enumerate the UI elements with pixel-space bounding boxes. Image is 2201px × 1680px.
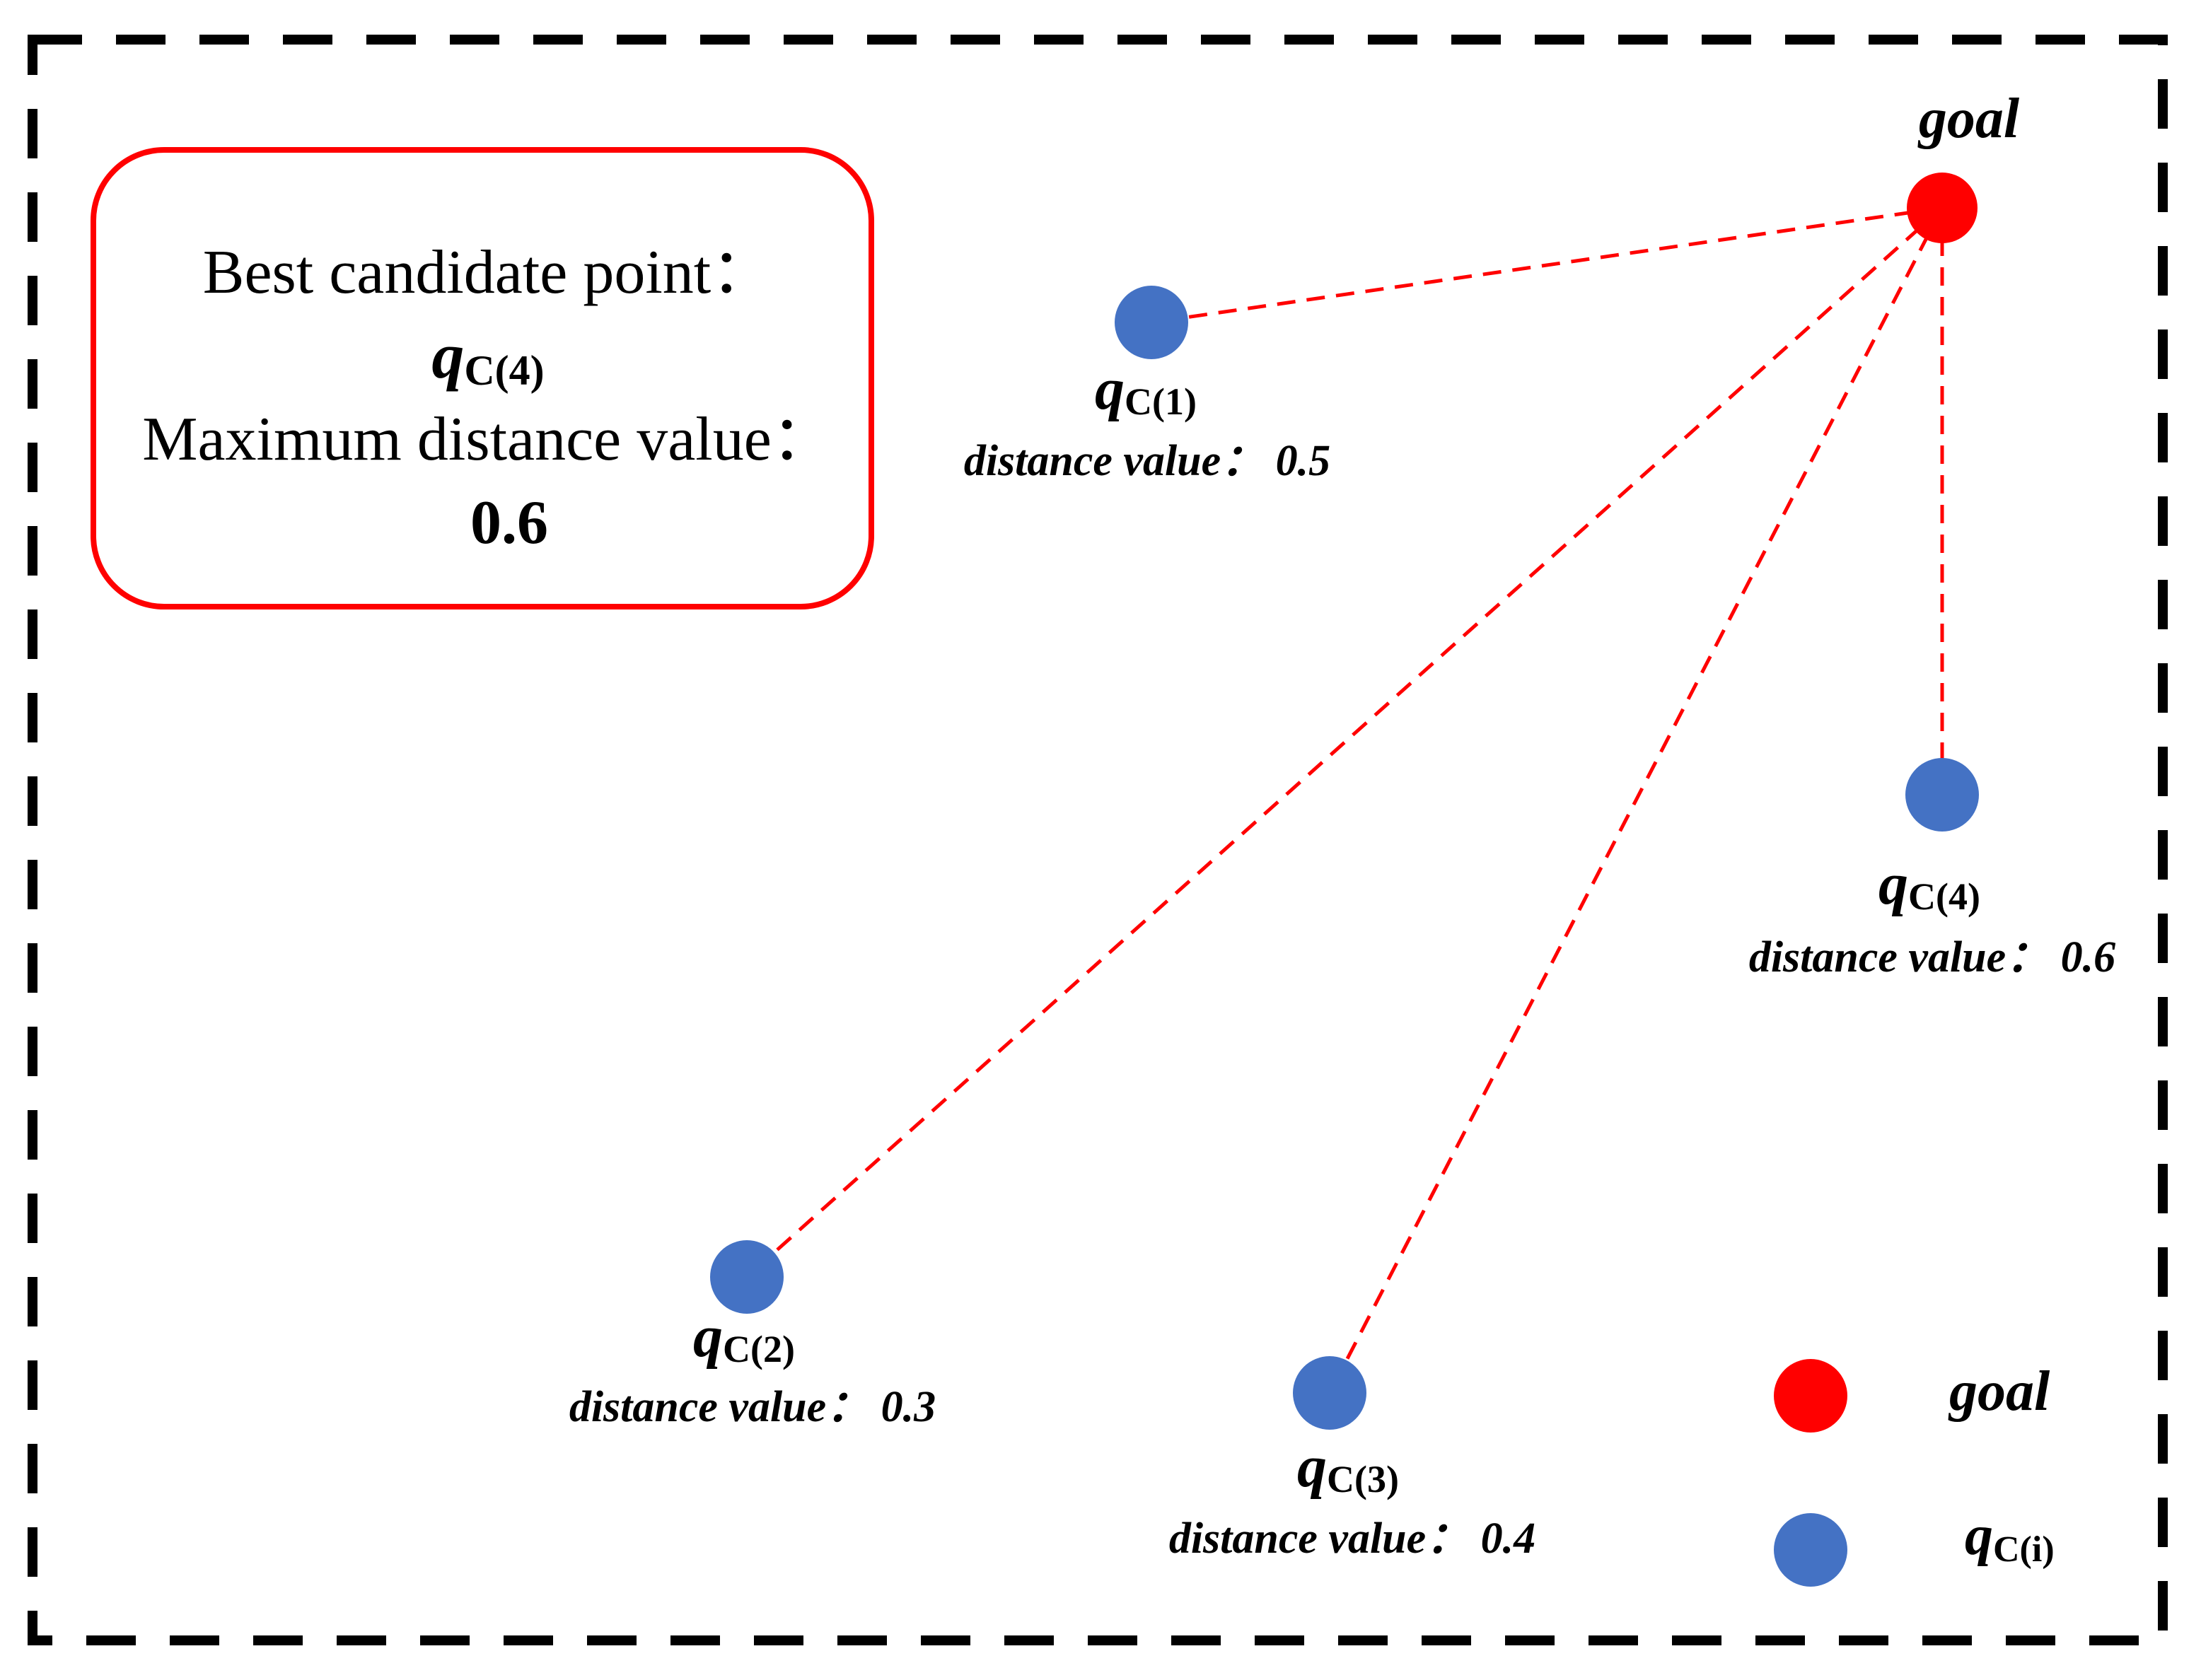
candidate-node	[1293, 1356, 1366, 1430]
candidate-distance: distance value： 0.3	[569, 1383, 936, 1431]
candidate-label: qC(3)	[1297, 1434, 1399, 1500]
best-candidate-point: qC(4)	[431, 320, 544, 394]
goal-label: goal	[1917, 88, 2020, 150]
legend-candidate-marker	[1774, 1513, 1847, 1587]
candidate-sub: C(2)	[723, 1328, 795, 1370]
candidate-distance: distance value： 0.6	[1749, 933, 2115, 981]
edge-goal-qc1	[1151, 206, 1943, 325]
candidate-label: qC(2)	[693, 1304, 795, 1370]
info-box-border	[91, 147, 874, 609]
best-candidate-sub: C(4)	[464, 347, 544, 394]
candidate-qc2: qC(2) distance value： 0.3	[569, 1240, 936, 1431]
max-distance-value: 0.6	[470, 489, 548, 557]
candidate-sub: C(4)	[1908, 875, 1980, 918]
edges	[745, 206, 1944, 1394]
candidate-node	[1115, 286, 1188, 359]
edge-goal-qc2	[745, 206, 1944, 1278]
candidate-base: q	[693, 1304, 723, 1370]
legend-candidate-sub: C(i)	[1993, 1529, 2055, 1570]
best-candidate-base: q	[431, 320, 464, 392]
candidate-qc1: qC(1) distance value： 0.5	[964, 286, 1330, 485]
outer-dashed-frame	[28, 35, 2168, 1645]
goal-node	[1907, 173, 1978, 243]
legend-goal-label: goal	[1948, 1360, 2050, 1423]
candidate-node	[710, 1240, 784, 1314]
candidate-distance: distance value： 0.4	[1169, 1515, 1535, 1563]
candidate-node	[1905, 758, 1979, 832]
max-distance-label: Maximum distance value：	[142, 405, 834, 474]
candidate-distance: distance value： 0.5	[964, 437, 1330, 485]
candidate-qc4: qC(4) distance value： 0.6	[1749, 758, 2115, 981]
info-box: Best candidate point： qC(4) Maximum dist…	[91, 147, 874, 609]
candidate-label: qC(4)	[1878, 851, 1980, 918]
best-candidate-label: Best candidate point：	[203, 238, 773, 307]
candidate-base: q	[1297, 1434, 1327, 1500]
candidate-base: q	[1095, 356, 1125, 422]
candidate-label: qC(1)	[1095, 356, 1197, 423]
legend-candidate-label: qC(i)	[1965, 1505, 2055, 1570]
legend: goal qC(i)	[1774, 1359, 2055, 1587]
candidate-qc3: qC(3) distance value： 0.4	[1169, 1356, 1535, 1563]
edge-goal-qc3	[1328, 206, 1944, 1394]
candidate-sub: C(3)	[1327, 1458, 1399, 1500]
legend-candidate-base: q	[1965, 1505, 1993, 1567]
legend-goal-marker	[1774, 1359, 1847, 1433]
candidate-sub: C(1)	[1125, 380, 1197, 423]
candidate-base: q	[1878, 851, 1908, 917]
